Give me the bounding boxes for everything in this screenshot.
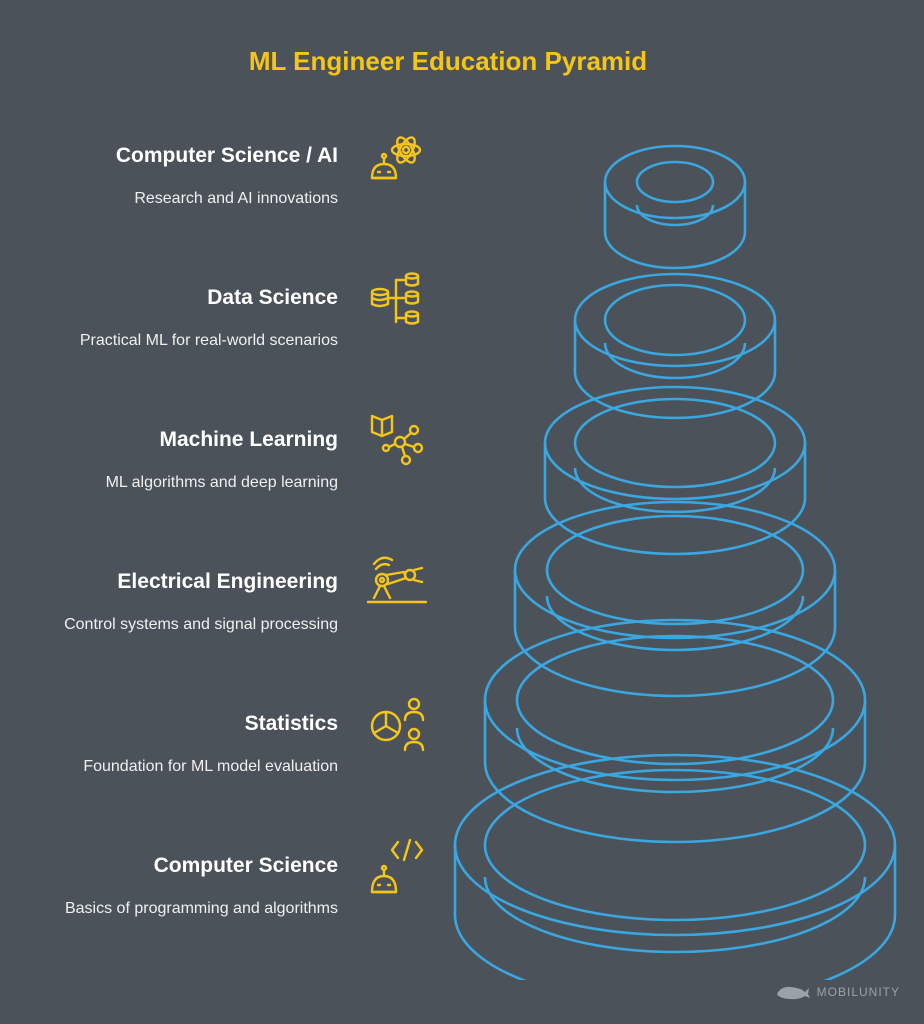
ring-top-edge <box>513 500 837 640</box>
tier-machine-learning: Machine Learning ML algorithms and deep … <box>0 427 338 493</box>
ring-electrical-engineering <box>513 500 837 698</box>
tier-title: Machine Learning <box>159 428 338 451</box>
ring-statistics <box>483 618 867 844</box>
tier-description: Control systems and signal processing <box>64 616 338 633</box>
ring-pyramid-diagram <box>453 144 897 980</box>
whale-logo-icon <box>776 986 810 1000</box>
tier-title: Statistics <box>244 712 338 735</box>
tier-title: Computer Science <box>153 854 338 877</box>
ring-inner-edge <box>635 160 715 204</box>
brand-logo: MOBILUNITY <box>775 982 900 1002</box>
tier-description: Foundation for ML model evaluation <box>83 758 338 775</box>
brand-name: MOBILUNITY <box>816 985 900 999</box>
tier-title: Computer Science / AI <box>115 144 338 167</box>
robot-atom-icon <box>364 126 430 192</box>
ring-inner-wall <box>483 876 867 954</box>
robot-code-icon <box>364 834 430 900</box>
ring-top-edge <box>543 385 807 501</box>
ring-inner-wall <box>603 342 747 380</box>
pie-chart-people-icon <box>364 692 430 758</box>
ring-inner-wall <box>573 467 777 514</box>
ring-inner-edge <box>545 514 805 626</box>
tier-data-science: Data Science Practical ML for real-world… <box>0 285 338 351</box>
ring-machine-learning <box>543 385 807 556</box>
robotic-arm-icon <box>364 548 430 614</box>
tier-title: Electrical Engineering <box>117 570 338 593</box>
ring-inner-edge <box>483 768 867 922</box>
ring-inner-wall <box>635 204 715 227</box>
book-network-icon <box>364 406 430 472</box>
ring-top-edge <box>453 753 897 937</box>
ring-computer-science-ai <box>603 144 747 270</box>
page-title: ML Engineer Education Pyramid <box>248 46 648 76</box>
ring-inner-wall <box>545 595 805 652</box>
ring-outer-wall <box>603 182 747 270</box>
tier-title: Data Science <box>207 286 338 309</box>
tier-statistics: Statistics Foundation for ML model evalu… <box>0 711 338 777</box>
ring-computer-science <box>453 753 897 980</box>
tier-description: Basics of programming and algorithms <box>64 900 338 917</box>
ring-outer-wall <box>573 320 777 420</box>
ring-inner-edge <box>603 283 747 357</box>
tier-computer-science: Computer Science Basics of programming a… <box>0 853 338 919</box>
tier-description: Research and AI innovations <box>134 190 338 207</box>
ring-inner-wall <box>515 727 835 794</box>
ring-outer-wall <box>483 700 867 844</box>
tier-description: Practical ML for real-world scenarios <box>79 332 338 349</box>
tier-computer-science-ai: Computer Science / AI Research and AI in… <box>0 143 338 209</box>
ring-outer-wall <box>453 845 897 980</box>
ring-inner-edge <box>515 634 835 766</box>
ring-outer-wall <box>543 443 807 556</box>
ring-top-edge <box>603 144 747 220</box>
ring-inner-edge <box>573 397 777 489</box>
ring-outer-wall <box>513 570 837 698</box>
database-network-icon <box>364 266 430 332</box>
ring-data-science <box>573 272 777 420</box>
tier-description: ML algorithms and deep learning <box>105 474 338 491</box>
tier-electrical-engineering: Electrical Engineering Control systems a… <box>0 569 338 635</box>
